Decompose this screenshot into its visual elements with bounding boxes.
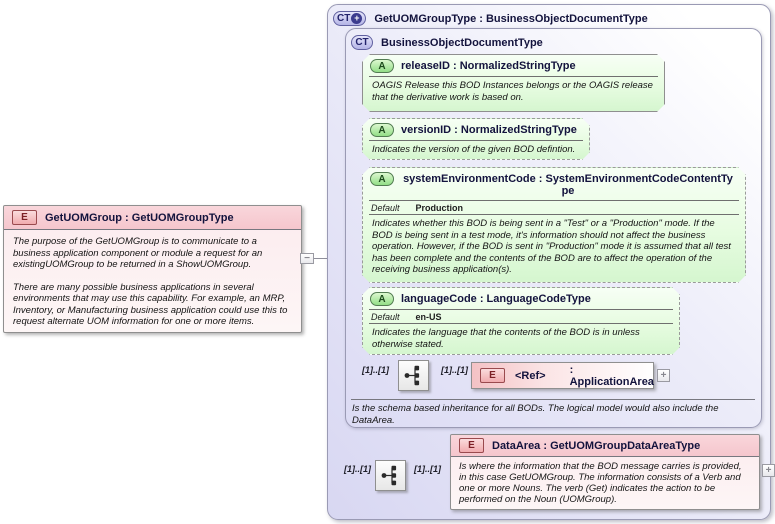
default-label: Default [371, 312, 400, 322]
complex-type-icon: CT [351, 35, 373, 50]
ref-element-type: : ApplicationArea [569, 363, 654, 388]
complex-type-extension-icon: CT + [333, 11, 367, 26]
separator [369, 200, 739, 201]
separator [369, 76, 658, 77]
ref-element-name: <Ref> [515, 369, 546, 382]
base-type-title: BusinessObjectDocumentType [381, 36, 543, 49]
attribute-icon: A [370, 59, 394, 73]
extension-plus-icon: + [351, 13, 363, 24]
element-documentation: Is where the information that the BOD me… [459, 461, 742, 505]
ct-badge-label: CT [355, 37, 369, 48]
attribute-documentation: Indicates whether this BOD is being sent… [372, 218, 731, 275]
doc-paragraph: The purpose of the GetUOMGroup is to com… [13, 236, 263, 270]
complex-type-title: GetUOMGroupType : BusinessObjectDocument… [374, 12, 648, 25]
attribute-icon: A [370, 292, 394, 306]
expand-button-dataarea[interactable]: + [762, 464, 775, 477]
complex-type-header: CT + GetUOMGroupType : BusinessObjectDoc… [328, 5, 770, 30]
element-icon: E [480, 368, 505, 383]
element-title: DataArea : GetUOMGroupDataAreaType [492, 439, 701, 452]
separator [351, 399, 755, 400]
cardinality-label: [1]..[1] [441, 365, 468, 375]
attribute-box-versionid[interactable]: A versionID : NormalizedStringType Indic… [362, 118, 590, 160]
attribute-icon: A [370, 123, 394, 137]
sequence-glyph [381, 465, 397, 486]
default-row: Default en-US [369, 311, 673, 324]
cardinality-label: [1]..[1] [362, 365, 389, 375]
sequence-icon[interactable] [398, 360, 429, 391]
expand-button-applicationarea[interactable]: + [657, 369, 670, 382]
attribute-box-systemenvironmentcode[interactable]: A systemEnvironmentCode : SystemEnvironm… [362, 167, 746, 283]
element-documentation: The purpose of the GetUOMGroup is to com… [4, 230, 301, 345]
attribute-title: versionID : NormalizedStringType [401, 124, 577, 136]
element-icon: E [459, 438, 484, 453]
doc-paragraph: There are many possible business applica… [13, 281, 288, 328]
base-type-documentation: Is the schema based inheritance for all … [352, 403, 719, 426]
attribute-title: languageCode : LanguageCodeType [401, 293, 591, 305]
separator [369, 309, 673, 310]
attribute-box-languagecode[interactable]: A languageCode : LanguageCodeType Defaul… [362, 287, 680, 355]
element-box-applicationarea-ref[interactable]: E <Ref> : ApplicationArea [471, 362, 654, 389]
connector-line [312, 258, 337, 259]
cardinality-label: [1]..[1] [414, 464, 441, 474]
base-type-header: CT BusinessObjectDocumentType [346, 29, 761, 54]
sequence-glyph [404, 365, 420, 386]
element-box-dataarea[interactable]: E DataArea : GetUOMGroupDataAreaType Is … [450, 434, 760, 510]
attribute-box-releaseid[interactable]: A releaseID : NormalizedStringType OAGIS… [362, 54, 665, 112]
element-header: E GetUOMGroup : GetUOMGroupType [4, 206, 301, 230]
element-header: E DataArea : GetUOMGroupDataAreaType [451, 435, 759, 457]
separator [369, 140, 583, 141]
collapse-toggle[interactable]: − [300, 253, 314, 264]
default-label: Default [371, 203, 400, 213]
attribute-icon: A [370, 172, 394, 186]
ct-badge-label: CT [337, 13, 351, 24]
default-row: Default Production [369, 202, 739, 215]
attribute-documentation: OAGIS Release this BOD Instances belongs… [372, 80, 653, 103]
cardinality-label: [1]..[1] [344, 464, 371, 474]
element-title: GetUOMGroup : GetUOMGroupType [45, 211, 234, 224]
sequence-icon[interactable] [375, 460, 406, 491]
attribute-title: systemEnvironmentCode : SystemEnvironmen… [403, 173, 733, 197]
default-value: en-US [415, 312, 442, 322]
attribute-documentation: Indicates the language that the contents… [372, 327, 640, 350]
element-box-getuomgroup[interactable]: E GetUOMGroup : GetUOMGroupType The purp… [3, 205, 302, 333]
attribute-documentation: Indicates the version of the given BOD d… [372, 144, 576, 155]
element-icon: E [12, 210, 37, 225]
attribute-title: releaseID : NormalizedStringType [401, 60, 576, 72]
default-value: Production [415, 203, 464, 213]
